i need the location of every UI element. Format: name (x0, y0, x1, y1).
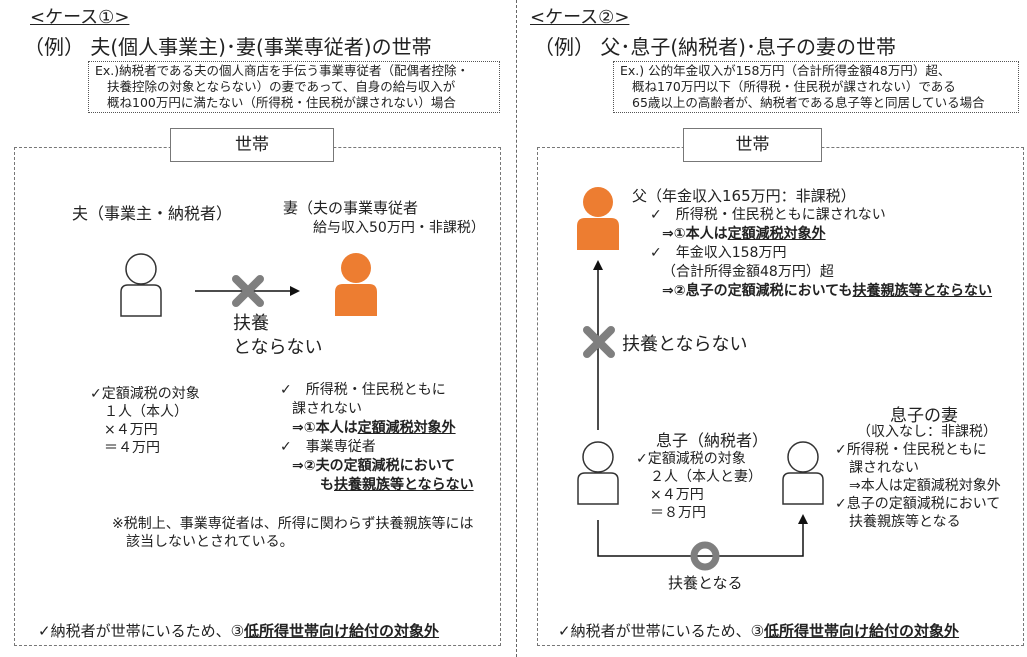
son-wife-notes: （収入なし：非課税） ✓所得税・住民税ともに 課されない ⇒本人は定額減税対象外… (835, 423, 1001, 531)
example-line: 65歳以上の高齢者が、納税者である息子等と同居している場合 (632, 95, 985, 110)
relation-line: とならない (233, 337, 323, 358)
cross-mark-icon (232, 275, 264, 307)
note-line: （収入なし：非課税） (857, 424, 997, 440)
wife-label-line: 妻（夫の事業専従者 (283, 199, 419, 217)
case1-household-label: 世帯 (170, 128, 334, 162)
note-line: ✓所得税・住民税ともに (835, 442, 987, 458)
footnote: ※税制上、事業専従者は、所得に関わらず扶養親族等には 該当しないとされている。 (112, 515, 473, 551)
son-wife-title: 息子の妻 (890, 406, 958, 426)
note-line: ✓ 所得税・住民税ともに課されない (650, 207, 886, 223)
conclusion-text: ✓納税者が世帯にいるため、③ (558, 622, 765, 640)
case1-conclusion: ✓納税者が世帯にいるため、③低所得世帯向け給付の対象外 (38, 620, 439, 641)
note-line: ⇒①本人は (292, 420, 358, 436)
conclusion-text: ✓納税者が世帯にいるため、③ (38, 622, 245, 640)
example-line: 概ね100万円に満たない（所得税・住民税が課されない）場合 (107, 95, 456, 110)
son-label: 息子（納税者） (656, 431, 769, 450)
note-line: ２人（本人と妻） (650, 469, 762, 485)
wife-label: 妻（夫の事業専従者 給与収入50万円・非課税） (283, 198, 485, 238)
case2-conclusion: ✓納税者が世帯にいるため、③低所得世帯向け給付の対象外 (558, 620, 959, 641)
relation-label: 扶養 とならない (233, 312, 322, 360)
case2-heading: <ケース②> (530, 7, 630, 28)
note-line: ⇒②息子の定額減税においても (662, 283, 853, 299)
case2-example-box: Ex.) 公的年金収入が158万円（合計所得金額48万円）超、 概ね170万円以… (613, 61, 1019, 113)
wife-person-icon (335, 253, 377, 316)
note-line: ✓ 年金収入158万円 (650, 245, 787, 261)
note-line: も (320, 477, 334, 493)
son-person-icon (577, 441, 619, 505)
conclusion-bold: 低所得世帯向け給付の対象外 (244, 622, 440, 640)
note-line: ⇒①本人は (662, 226, 728, 242)
circle-mark-icon (690, 541, 720, 571)
example-line: 扶養控除の対象とならない）の妻であって、自身の給与収入が (107, 79, 456, 94)
note-line: １人（本人） (104, 404, 188, 420)
husband-label: 夫（事業主・納税者） (72, 204, 233, 223)
note-line: 課されない (849, 460, 919, 476)
note-line: ⇒②夫の定額減税において (292, 458, 456, 474)
father-notes: 父（年金収入165万円：非課税） ✓ 所得税・住民税ともに課されない ⇒①本人は… (632, 187, 992, 301)
case1-example-box: Ex.)納税者である夫の個人商店を手伝う事業専従者（配偶者控除・ 扶養控除の対象… (88, 61, 500, 113)
note-line: 定額減税対象外 (727, 226, 826, 242)
note-line: ⇒本人は定額減税対象外 (849, 478, 1001, 494)
note-line: ✓息子の定額減税において (835, 496, 1001, 512)
case2-household-label: 世帯 (683, 128, 822, 162)
cross-mark-icon (583, 326, 615, 358)
note-line: （合計所得金額48万円）超 (662, 264, 834, 280)
wife-notes: ✓ 所得税・住民税ともに 課されない ⇒①本人は定額減税対象外 ✓ 事業専従者 … (280, 381, 474, 495)
footnote-line: ※税制上、事業専従者は、所得に関わらず扶養親族等には (112, 516, 474, 532)
case2-title: （例） 父･息子(納税者)･息子の妻の世帯 (534, 35, 896, 59)
father-person-icon (577, 187, 619, 250)
note-line: ×４万円 (104, 422, 158, 438)
father-label: 父（年金収入165万円：非課税） (632, 187, 856, 205)
note-line: ✓定額減税の対象 (636, 451, 746, 467)
wife-label-line: 給与収入50万円・非課税） (313, 220, 485, 236)
son-notes: 息子（納税者） ✓定額減税の対象 ２人（本人と妻） ×４万円 ＝８万円 (636, 432, 768, 522)
case1-title: （例） 夫(個人事業主)･妻(事業専従者)の世帯 (24, 35, 432, 59)
example-line: 概ね170万円以下（所得税・住民税が課されない）である (632, 79, 956, 94)
note-line: ＝８万円 (650, 505, 706, 521)
footnote-line: 該当しないとされている。 (126, 534, 294, 550)
case1-heading: <ケース①> (30, 7, 130, 28)
note-line: 扶養親族等となる (849, 514, 961, 530)
note-line: ×４万円 (650, 487, 704, 503)
wife-relation-label: 扶養となる (668, 574, 743, 592)
case-divider (516, 0, 517, 657)
son-wife-person-icon (782, 441, 824, 505)
example-line: Ex.) 公的年金収入が158万円（合計所得金額48万円）超、 (620, 63, 951, 78)
relation-line: 扶養 (233, 313, 269, 334)
note-line: 定額減税対象外 (357, 420, 456, 436)
father-relation-label: 扶養とならない (622, 334, 748, 355)
note-line: ✓ 所得税・住民税ともに (280, 382, 446, 398)
up-arrow-icon (593, 260, 603, 430)
dependent-connector-arrow (597, 514, 808, 571)
note-line: ✓ 事業専従者 (280, 439, 376, 455)
husband-person-icon (120, 253, 162, 317)
conclusion-bold: 低所得世帯向け給付の対象外 (764, 622, 960, 640)
note-line: 扶養親族等とならない (334, 477, 474, 493)
note-line: ＝４万円 (104, 440, 160, 456)
note-line: 扶養親族等とならない (852, 283, 993, 299)
example-line: Ex.)納税者である夫の個人商店を手伝う事業専従者（配偶者控除・ (95, 63, 470, 78)
note-line: 課されない (292, 401, 362, 417)
husband-notes: ✓定額減税の対象 １人（本人） ×４万円 ＝４万円 (90, 385, 200, 457)
note-line: ✓定額減税の対象 (90, 386, 200, 402)
